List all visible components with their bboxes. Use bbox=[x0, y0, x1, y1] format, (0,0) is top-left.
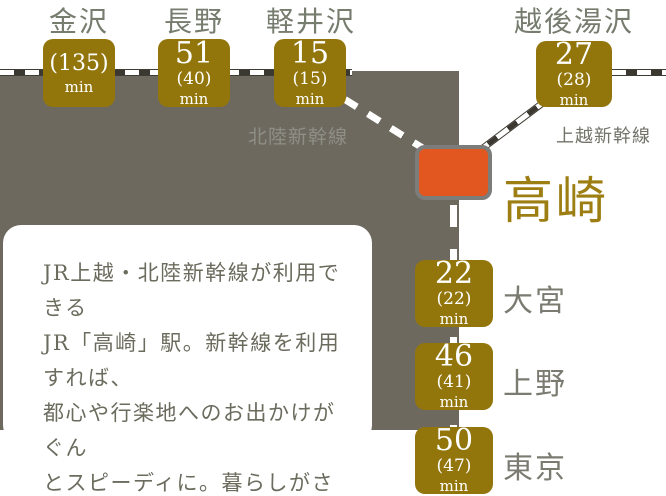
takasaki-station-marker-icon bbox=[415, 145, 492, 200]
time-sub: (22) bbox=[436, 289, 472, 309]
station-label-omiya: 大宮 bbox=[503, 284, 567, 319]
time-main: 22 bbox=[434, 256, 474, 291]
joetsu-line-track-right-icon bbox=[612, 69, 666, 76]
time-box-ueno: 46 (41) min bbox=[415, 339, 493, 411]
time-sub: (47) bbox=[436, 456, 472, 476]
description-card: JR上越・北陸新幹線が利用できる JR「高崎」駅。新幹線を利用すれば、 都心や行… bbox=[3, 225, 372, 495]
time-unit: min bbox=[439, 310, 469, 328]
time-main: 50 bbox=[434, 423, 474, 458]
hokuriku-line-label: 北陸新幹線 bbox=[248, 126, 349, 148]
joetsu-line-label: 上越新幹線 bbox=[556, 126, 651, 147]
station-label-tokyo: 東京 bbox=[503, 451, 567, 486]
time-main: 51 bbox=[174, 35, 214, 71]
time-unit: min bbox=[295, 89, 325, 108]
time-sub: (41) bbox=[436, 372, 472, 392]
time-main: 46 bbox=[434, 339, 474, 374]
time-unit: min bbox=[64, 77, 94, 96]
time-unit: min bbox=[559, 90, 589, 109]
time-unit: min bbox=[439, 477, 469, 495]
time-main: 15 bbox=[290, 35, 330, 71]
time-main: (135) bbox=[49, 50, 109, 76]
station-label-kanazawa: 金沢 bbox=[48, 5, 109, 38]
time-sub: (15) bbox=[292, 68, 328, 89]
time-unit: min bbox=[439, 393, 469, 411]
time-unit: min bbox=[179, 89, 209, 108]
station-label-nagano: 長野 bbox=[163, 5, 224, 38]
description-text: JR上越・北陸新幹線が利用できる JR「高崎」駅。新幹線を利用すれば、 都心や行… bbox=[43, 261, 341, 495]
time-sub: (28) bbox=[556, 69, 592, 90]
time-main: 27 bbox=[554, 36, 594, 72]
time-box-omiya: 22 (22) min bbox=[415, 256, 493, 328]
takasaki-station-name: 高崎 bbox=[503, 172, 609, 230]
station-label-ueno: 上野 bbox=[503, 367, 567, 402]
time-box-kanazawa: (135) min bbox=[43, 39, 115, 107]
time-box-tokyo: 50 (47) min bbox=[415, 423, 493, 495]
station-label-echigoyuzawa: 越後湯沢 bbox=[513, 5, 634, 38]
station-label-karuizawa: 軽井沢 bbox=[265, 5, 356, 38]
time-box-karuizawa: 15 (15) min bbox=[274, 35, 346, 108]
time-sub: (40) bbox=[176, 68, 212, 89]
time-box-echigoyuzawa: 27 (28) min bbox=[536, 36, 612, 109]
time-box-nagano: 51 (40) min bbox=[158, 35, 230, 108]
